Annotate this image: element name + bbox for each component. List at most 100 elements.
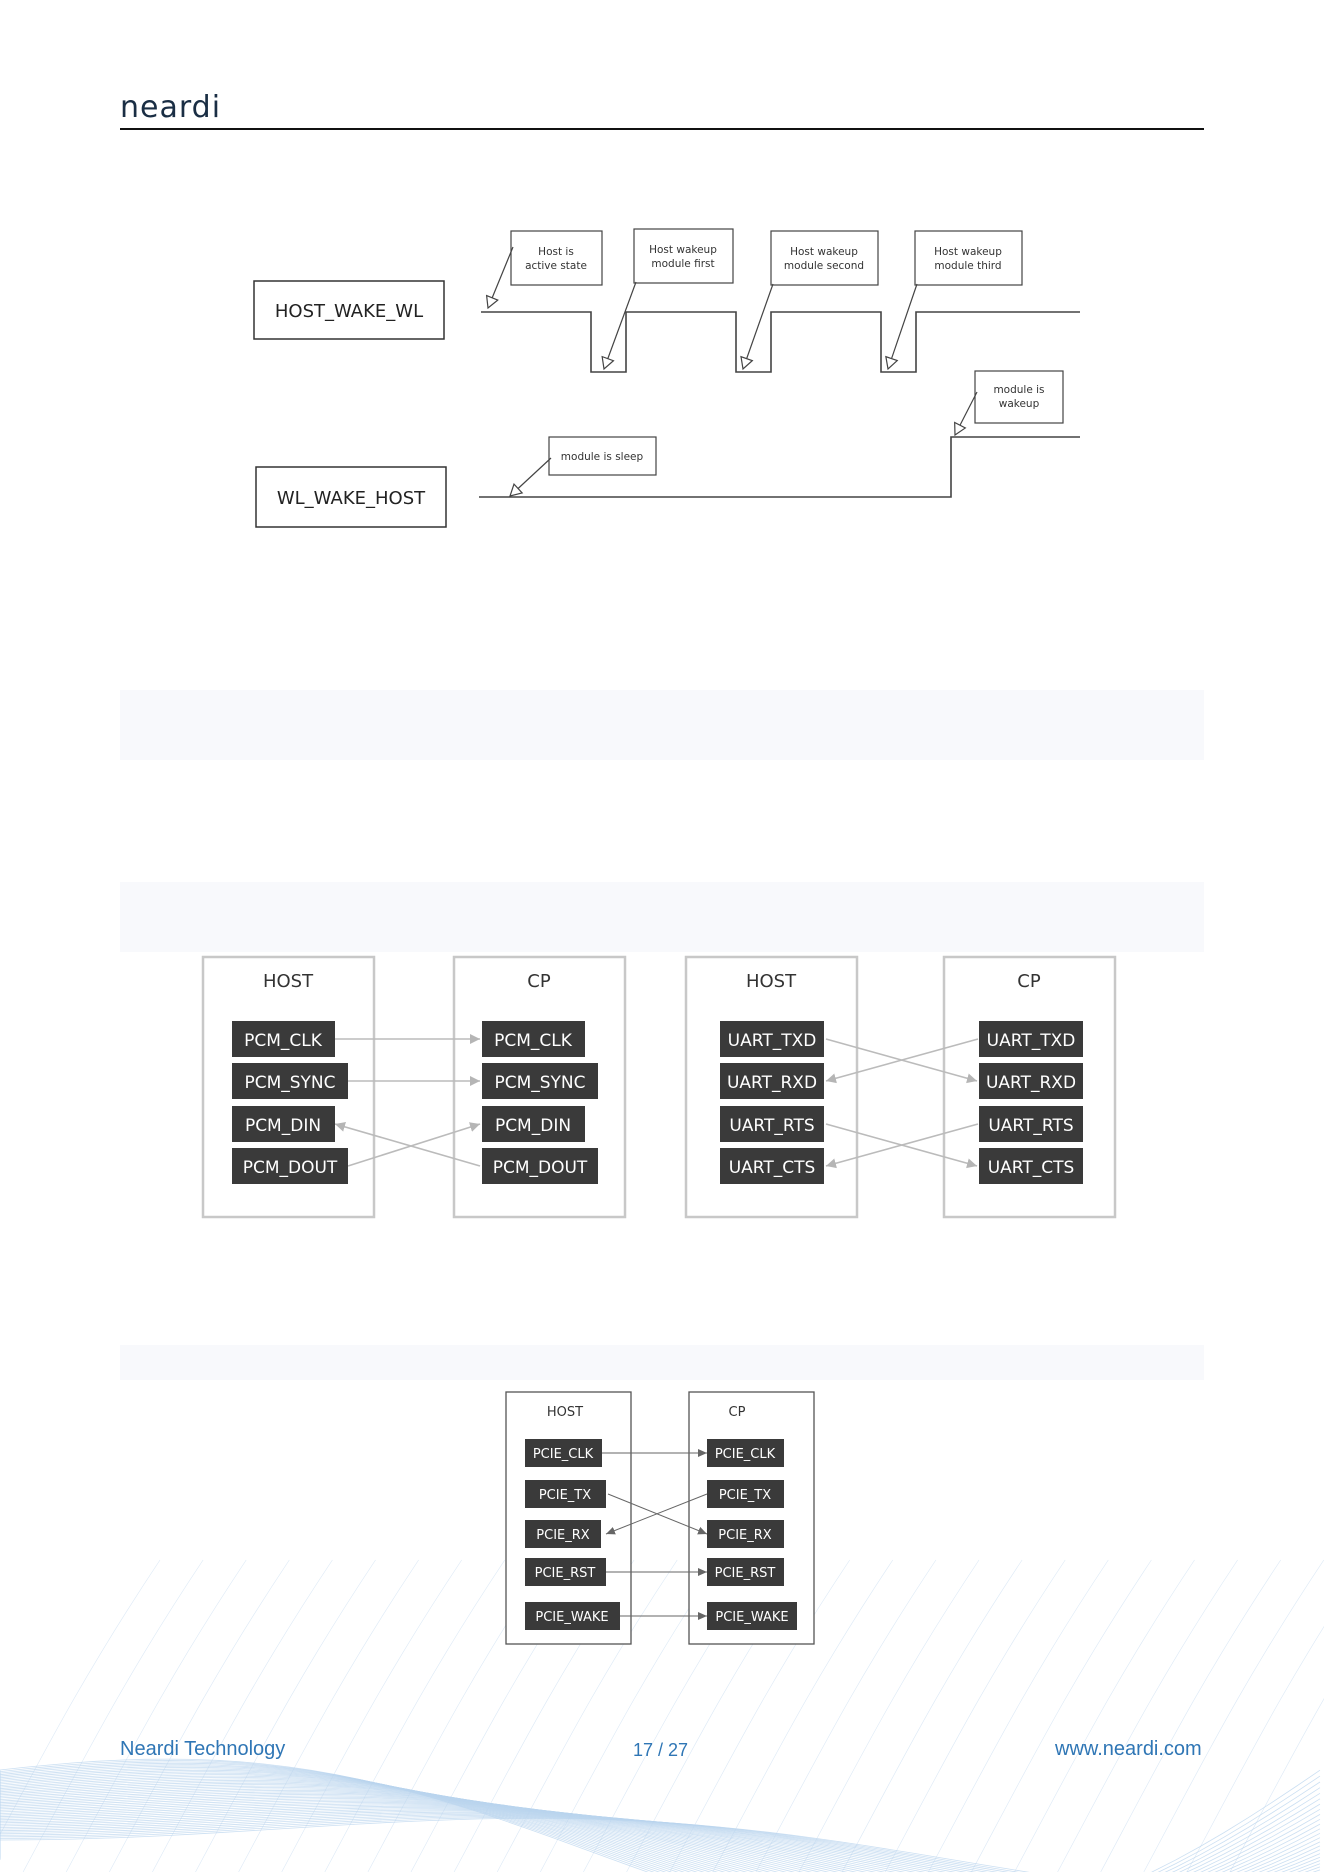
uart-host-pin: UART_CTS	[729, 1158, 816, 1178]
host-wake-wl-waveform	[481, 311, 1080, 373]
wave-line	[0, 1559, 161, 1836]
wave-line	[0, 1795, 839, 1872]
signal-label-host-wake-wl: HOST_WAKE_WL	[275, 301, 423, 322]
wave-line	[0, 1796, 848, 1872]
pcie-host-title: HOST	[547, 1405, 583, 1420]
shaded-band	[120, 690, 1204, 760]
wave-line	[971, 1559, 1152, 1872]
header-divider	[120, 128, 1204, 130]
wave-line	[0, 1807, 926, 1872]
wave-line	[0, 1775, 1321, 1872]
pcie-host-pin: PCIE_CLK	[533, 1447, 594, 1462]
uart-cp-pin: UART_RTS	[988, 1116, 1073, 1136]
wave-line	[496, 1559, 678, 1872]
wave-line	[0, 1758, 1321, 1872]
wave-line	[1014, 1559, 1195, 1872]
pcie-cp-pin: PCIE_RST	[715, 1566, 776, 1581]
wave-line	[65, 1559, 247, 1872]
footer-page-number: 17 / 27	[633, 1740, 689, 1760]
uart-host-title: HOST	[746, 971, 797, 992]
pcm-host-pin: PCM_CLK	[244, 1031, 323, 1051]
wave-line	[884, 1559, 1066, 1872]
pcie-cp-pin: PCIE_WAKE	[715, 1610, 788, 1625]
signal-label-wl-wake-host: WL_WAKE_HOST	[277, 488, 426, 509]
svg-text:module is sleep: module is sleep	[561, 451, 644, 463]
wave-line	[152, 1559, 333, 1872]
shaded-band	[120, 882, 1204, 952]
pcm-cp-pin: PCM_SYNC	[494, 1073, 585, 1093]
wave-line	[755, 1559, 937, 1872]
wave-line	[841, 1559, 1023, 1872]
footer-website-link[interactable]: www.neardi.com	[1055, 1738, 1202, 1760]
note-wakeup-third: Host wakeup module third	[888, 230, 1023, 369]
wave-line	[0, 1799, 867, 1872]
pcie-cp-pin: PCIE_TX	[719, 1488, 771, 1503]
note-module-sleep: module is sleep	[510, 436, 657, 496]
wave-line	[1186, 1625, 1324, 1872]
pcie-host-pin: PCIE_RX	[536, 1528, 589, 1543]
svg-text:Host wakeup: Host wakeup	[790, 246, 858, 258]
wave-line	[0, 1764, 1321, 1872]
wave-line	[0, 1762, 1321, 1872]
wave-line	[0, 1774, 1321, 1872]
svg-text:Host wakeup: Host wakeup	[649, 244, 717, 256]
wave-line	[928, 1559, 1109, 1872]
footer-company-name: Neardi Technology	[120, 1738, 286, 1760]
svg-text:module first: module first	[651, 258, 714, 270]
wave-line	[0, 1788, 1321, 1872]
shaded-band	[120, 1345, 1204, 1380]
uart-host-pin: UART_RXD	[727, 1073, 817, 1093]
wave-line	[0, 1784, 1321, 1872]
uart-host-pin: UART_RTS	[729, 1116, 814, 1136]
wave-line	[0, 1794, 830, 1872]
pcie-cp-title: CP	[729, 1405, 746, 1420]
wave-line	[109, 1559, 290, 1872]
pcm-host-title: HOST	[263, 971, 314, 992]
svg-text:module second: module second	[784, 260, 864, 272]
wave-line	[324, 1559, 506, 1872]
pcie-host-pin: PCIE_WAKE	[535, 1610, 608, 1625]
pcm-host-pin: PCM_SYNC	[244, 1073, 335, 1093]
note-active-state: Host is active state	[488, 230, 603, 308]
svg-text:wakeup: wakeup	[999, 398, 1040, 410]
wave-line	[0, 1798, 857, 1872]
uart-cp-pin: UART_RXD	[986, 1073, 1076, 1093]
wave-line	[0, 1787, 1321, 1872]
note-wakeup-first: Host wakeup module first	[604, 228, 734, 369]
pcm-connection-diagram: HOST CP PCM_CLK PCM_SYNC PCM_DIN PCM_DOU…	[201, 955, 627, 1219]
svg-text:Host wakeup: Host wakeup	[934, 246, 1002, 258]
wave-line	[22, 1559, 204, 1872]
wave-line	[0, 1789, 1321, 1872]
uart-host-pin: UART_TXD	[728, 1031, 817, 1051]
uart-cp-pin: UART_TXD	[987, 1031, 1076, 1051]
pcm-cp-pin: PCM_DOUT	[493, 1158, 588, 1178]
pcm-host-pin: PCM_DOUT	[243, 1158, 338, 1178]
wave-line	[0, 1803, 896, 1872]
wave-line	[0, 1771, 1321, 1872]
wave-line	[0, 1767, 1321, 1872]
wave-line	[195, 1559, 376, 1872]
wave-line	[0, 1804, 906, 1872]
note-wakeup-second: Host wakeup module second	[743, 230, 879, 369]
wave-line	[0, 1772, 1321, 1872]
pcie-connection-diagram: HOST CP PCIE_CLK PCIE_TX PCIE_RX PCIE_RS…	[505, 1391, 815, 1645]
wave-line	[669, 1559, 850, 1872]
pcm-cp-pin: PCM_DIN	[495, 1116, 571, 1136]
uart-cp-pin: UART_CTS	[988, 1158, 1075, 1178]
uart-cp-title: CP	[1017, 971, 1041, 992]
wave-line	[0, 1800, 876, 1872]
wave-line	[0, 1782, 1321, 1872]
wave-line	[281, 1559, 462, 1872]
wave-line	[0, 1785, 1321, 1872]
pcie-cp-pin: PCIE_RX	[718, 1528, 771, 1543]
wave-line	[798, 1559, 980, 1872]
pcie-cp-pin: PCIE_CLK	[715, 1447, 776, 1462]
wave-line	[0, 1759, 1321, 1872]
footer-wave-decoration	[0, 1559, 1324, 1872]
wave-line	[712, 1559, 894, 1872]
wave-line	[0, 1778, 1321, 1872]
wave-line	[1229, 1698, 1324, 1872]
svg-text:module third: module third	[934, 260, 1001, 272]
wave-line	[1100, 1559, 1281, 1872]
